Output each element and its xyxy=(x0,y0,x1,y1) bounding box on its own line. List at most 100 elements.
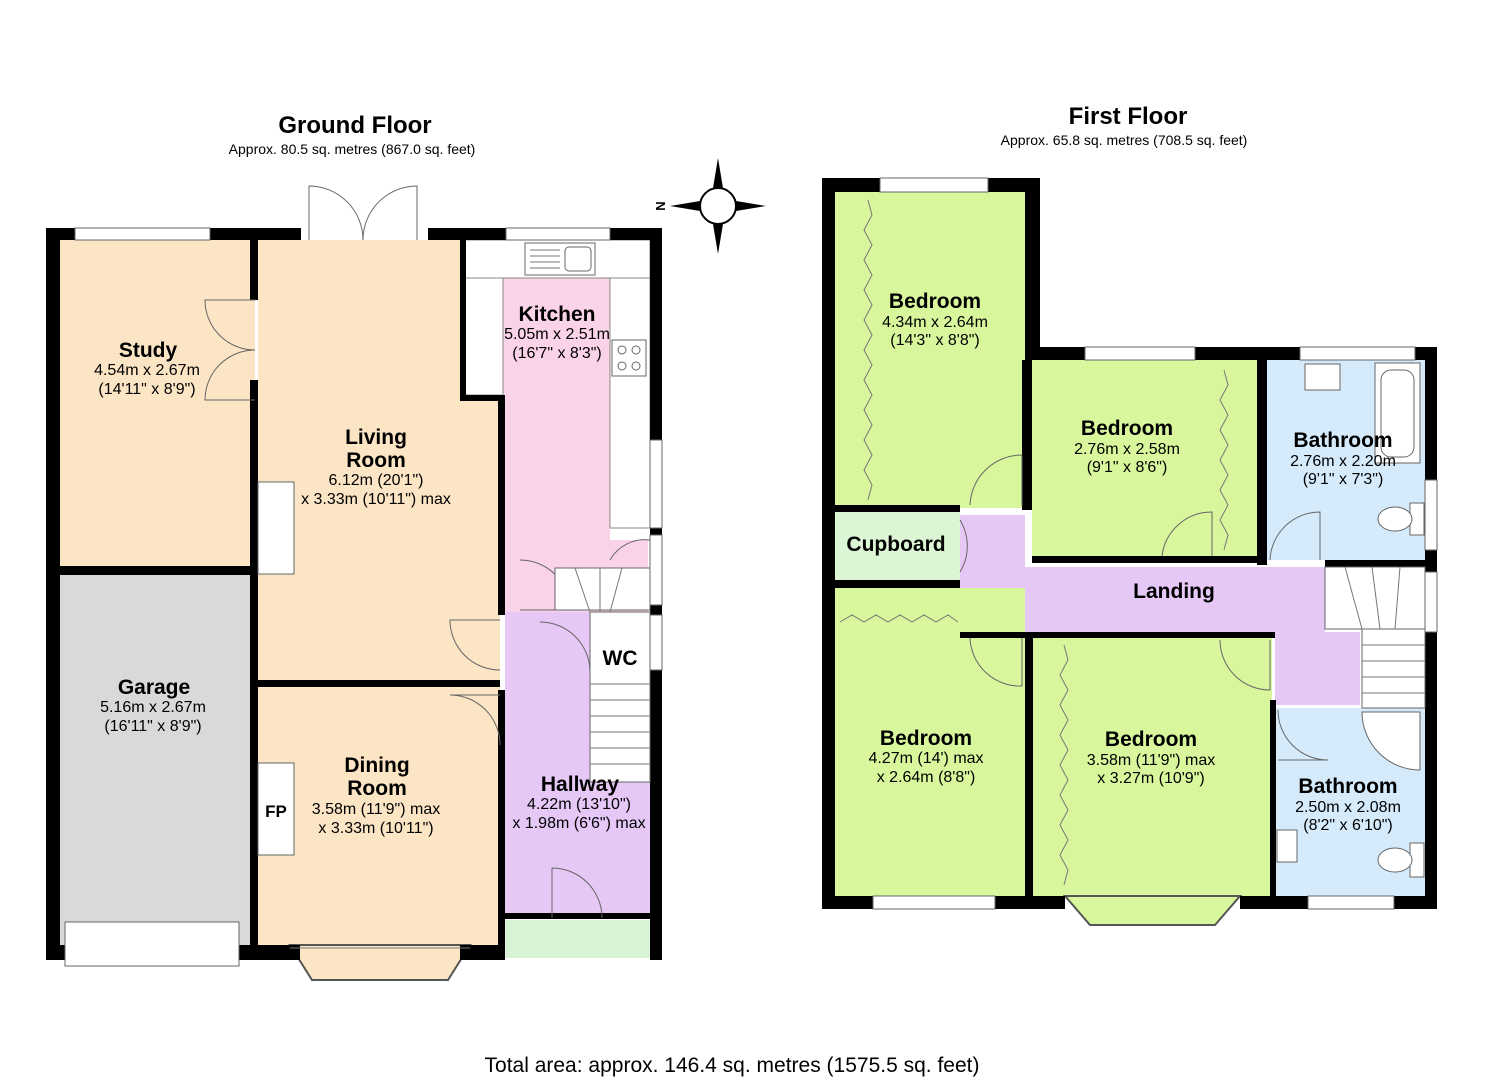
garage-dim2: (16'11" x 8'9") xyxy=(104,718,201,735)
gf-wall-study-living xyxy=(250,240,258,300)
bathroom-1-dim2: (9'1" x 7'3") xyxy=(1303,471,1384,488)
bath-tub-icon xyxy=(1374,362,1421,464)
ff-wall-left xyxy=(822,178,835,909)
porch xyxy=(505,920,650,958)
ff-wall-b1-right xyxy=(1025,178,1040,353)
ff-wall-cup-bottom xyxy=(835,580,960,588)
gf-wall-bottom-mid xyxy=(460,945,505,960)
dining-dim2: x 3.33m (10'11") xyxy=(318,820,433,837)
bedroom-4-room xyxy=(1032,638,1272,896)
first-floor-title: First Floor xyxy=(1069,103,1188,130)
bedroom-1-window xyxy=(879,177,989,193)
study-door xyxy=(204,299,256,401)
living-fireplace xyxy=(257,481,295,575)
bedroom-1-label: Bedroom xyxy=(889,290,981,313)
gf-wall-living-kitchen xyxy=(498,400,505,615)
bedroom-2-dim2: (9'1" x 8'6") xyxy=(1087,459,1168,476)
first-floor: First Floor Approx. 65.8 sq. metres (708… xyxy=(822,103,1438,926)
bedroom-3-dim2: x 2.64m (8'8") xyxy=(877,769,976,786)
bedroom-2-dim1: 2.76m x 2.58m xyxy=(1074,441,1180,458)
first-floor-stairs xyxy=(1324,566,1426,709)
fireplace-label: FP xyxy=(265,802,287,821)
hallway-dim2: x 1.98m (6'6") max xyxy=(512,815,645,832)
hall-side-window xyxy=(649,534,663,606)
wc-window xyxy=(649,614,663,671)
ff-wall-b1-bottom xyxy=(835,505,960,512)
garage-door xyxy=(64,921,240,967)
bedroom-3-room xyxy=(835,588,1025,896)
landing-window xyxy=(1424,571,1438,633)
front-door xyxy=(551,867,603,919)
study-dim2: (14'11" x 8'9") xyxy=(98,381,195,398)
total-area: Total area: approx. 146.4 sq. metres (15… xyxy=(485,1054,980,1077)
bedroom-1-room xyxy=(835,192,1025,508)
gf-wall-study-garage xyxy=(60,566,255,575)
living-dim2: x 3.33m (10'11") max xyxy=(301,491,451,508)
dining-room xyxy=(258,687,500,945)
study-dim1: 4.54m x 2.67m xyxy=(94,362,200,379)
ground-floor-area: Approx. 80.5 sq. metres (867.0 sq. feet) xyxy=(229,141,476,157)
dining-hall-door xyxy=(449,694,501,746)
bathroom-1-sink-icon xyxy=(1304,363,1341,391)
living-room xyxy=(258,240,500,680)
ff-wall-b3-top xyxy=(960,632,1275,638)
kitchen-sink-icon xyxy=(524,242,596,276)
kitchen-counter-left xyxy=(464,277,504,396)
dining-label-1: Dining xyxy=(344,754,409,777)
bedroom-3-window xyxy=(872,895,996,910)
bathroom-2-door xyxy=(1277,709,1329,761)
bedroom-4-label: Bedroom xyxy=(1105,728,1197,751)
compass-rose-icon: N xyxy=(653,158,766,254)
cupboard-label: Cupboard xyxy=(846,533,945,556)
ground-floor: Ground Floor Approx. 80.5 sq. metres (86… xyxy=(46,112,663,981)
bathroom-2-label: Bathroom xyxy=(1298,775,1397,798)
living-french-door xyxy=(308,185,418,241)
bedroom-2-wardrobe xyxy=(1219,369,1229,551)
gf-wall-hall-porch xyxy=(505,913,650,919)
dining-label-2: Room xyxy=(347,777,407,800)
bathroom-1-label: Bathroom xyxy=(1293,429,1392,452)
bathroom-2-toilet-icon xyxy=(1377,842,1425,878)
bedroom-2-door xyxy=(1161,511,1213,557)
kitchen-counter-right xyxy=(609,277,651,529)
ff-wall-bath1-bottom xyxy=(1325,560,1425,567)
kitchen-dim1: 5.05m x 2.51m xyxy=(504,326,610,343)
bedroom-1-dim1: 4.34m x 2.64m xyxy=(882,314,988,331)
study-room xyxy=(60,240,255,570)
gf-wall-left xyxy=(46,228,60,960)
kitchen-label: Kitchen xyxy=(518,303,595,326)
dining-bay xyxy=(288,944,472,981)
study-label: Study xyxy=(119,339,178,362)
garage-dim1: 5.16m x 2.67m xyxy=(100,699,206,716)
bedroom-3-label: Bedroom xyxy=(880,727,972,750)
kitchen-dim2: (16'7" x 8'3") xyxy=(512,345,602,362)
bathroom-1-window xyxy=(1299,346,1416,361)
living-label-2: Room xyxy=(346,449,406,472)
bedroom-4-wardrobe xyxy=(1059,644,1069,886)
shower-icon xyxy=(1361,711,1421,771)
bathroom-2-window xyxy=(1307,895,1395,910)
bedroom-3-wardrobe xyxy=(839,614,959,623)
bedroom-1-door xyxy=(969,454,1023,506)
bathroom-1-door xyxy=(1269,511,1321,561)
bathroom-2-dim1: 2.50m x 2.08m xyxy=(1295,799,1401,816)
living-label-1: Living xyxy=(345,426,407,449)
study-window xyxy=(74,227,211,241)
bedroom-4-bay xyxy=(1062,895,1243,926)
kitchen-side-door xyxy=(609,539,651,561)
ff-wall-b3-b4 xyxy=(1025,638,1033,896)
kitchen-room xyxy=(468,278,648,612)
living-hall-door xyxy=(449,619,501,671)
ff-wall-b1-b2 xyxy=(1022,360,1032,510)
cupboard-door xyxy=(959,519,968,573)
bedroom-2-room xyxy=(1032,360,1257,558)
gf-wall-living-dining xyxy=(258,680,500,687)
bathroom-2-sink-icon xyxy=(1276,829,1298,863)
gf-wall-kitchen-top xyxy=(460,395,505,401)
bedroom-1-dim2: (14'3" x 8'8") xyxy=(890,332,980,349)
dining-dim1: 3.58m (11'9") max xyxy=(312,801,440,818)
bedroom-2-label: Bedroom xyxy=(1081,417,1173,440)
gf-wall-kitchen-left xyxy=(460,240,466,400)
gf-wall-study-living-2 xyxy=(250,380,258,570)
